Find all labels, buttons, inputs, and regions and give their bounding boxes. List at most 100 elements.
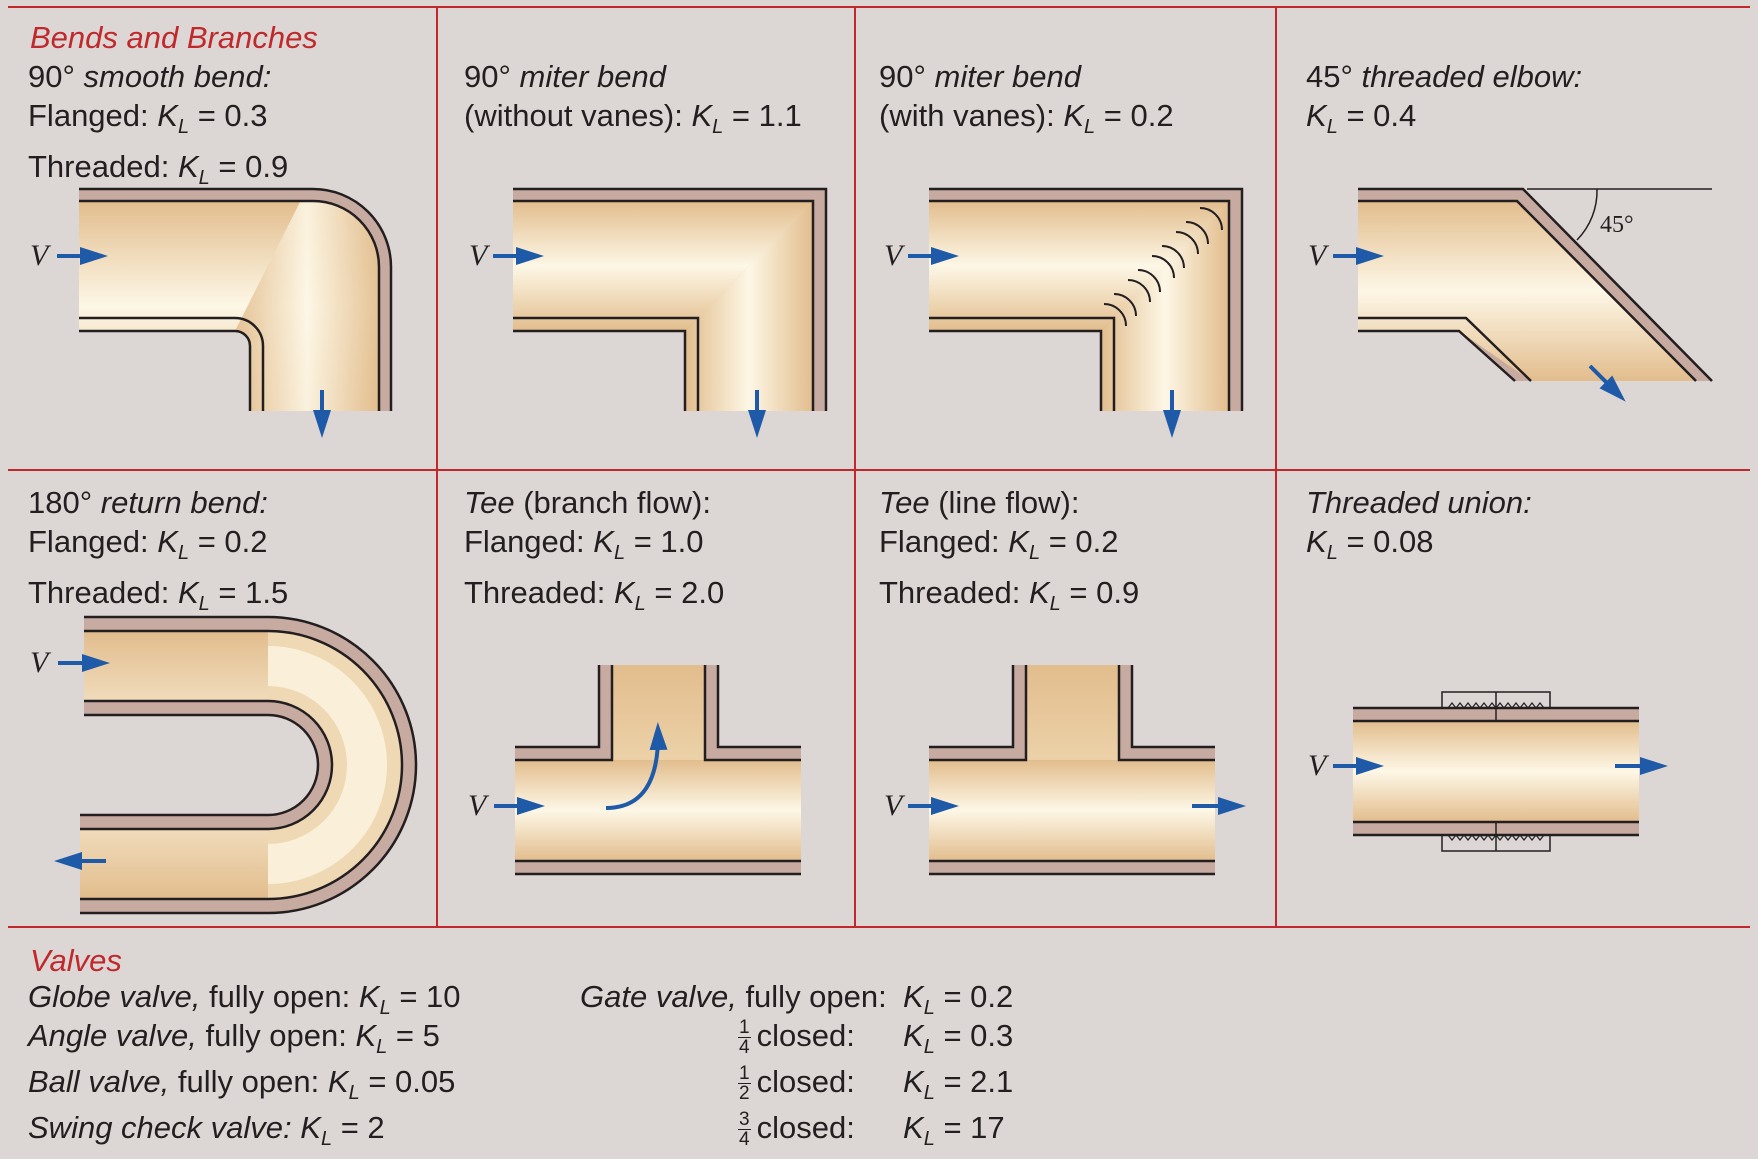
caption-line: (with vanes): [879,98,1055,133]
threaded-elbow-caption: 45° threaded elbow: KL = 0.4 [1306,57,1582,147]
valve-state: fully open: [205,1018,347,1053]
gate-valve-row: Gate valve, fully open: [580,977,887,1016]
k-value: = 1.5 [218,575,289,610]
velocity-label: V [30,239,52,272]
k-value: = 0.2 [1103,98,1174,133]
return-bend-diagram: V [30,615,418,915]
threaded-union-caption: Threaded union: KL = 0.08 [1306,483,1532,573]
caption-plain: (branch flow): [523,485,711,520]
caption-plain: (line flow): [938,485,1080,520]
k-symbol: KL [358,979,391,1019]
k-symbol: KL [1028,575,1061,615]
k-symbol: KL [903,1110,935,1150]
row-label: closed: [756,1110,855,1145]
row-label: Threaded: [28,575,170,610]
row-label: Flanged: [464,524,585,559]
k-symbol: KL [1306,524,1338,564]
caption-italic: Tee [464,485,515,520]
caption-italic: Threaded union: [1306,485,1532,520]
k-symbol: KL [177,149,210,189]
k-value: = 0.3 [197,98,268,133]
k-symbol: KL [327,1064,360,1104]
valve-name: Gate valve, [580,979,737,1014]
caption-italic: smooth bend: [83,59,272,94]
k-value: = 1.0 [633,524,704,559]
column-divider [1275,6,1277,928]
valve-name: Angle valve, [28,1018,197,1053]
globe-valve-row: Globe valve, fully open: KL = 10 [28,977,461,1028]
caption-italic: miter bend [934,59,1081,94]
turning-vanes [1103,207,1223,327]
column-divider [436,6,438,928]
k-symbol: KL [613,575,646,615]
caption-plain: 90° [464,59,511,94]
k-symbol: KL [1306,98,1338,138]
caption-plain: 90° [879,59,926,94]
k-symbol: KL [300,1110,333,1150]
k-value: = 0.2 [943,979,1014,1014]
flow-out-arrow [1588,364,1626,402]
row-divider [8,469,1750,471]
k-value: = 5 [395,1018,440,1053]
swing-check-valve-row: Swing check valve: KL = 2 [28,1108,385,1159]
smooth-bend-caption: 90° smooth bend: Flanged: KL = 0.3 Threa… [28,57,288,198]
valve-name: Ball valve, [28,1064,170,1099]
k-value: = 2.0 [654,575,725,610]
velocity-label: V [469,239,491,272]
k-symbol: KL [355,1018,388,1058]
threaded-union-diagram: V [1308,691,1668,852]
velocity-label: V [30,646,52,679]
k-symbol: KL [177,575,210,615]
k-symbol: KL [691,98,724,138]
k-value: = 0.4 [1346,98,1417,133]
k-value: = 2.1 [943,1064,1014,1099]
valve-state: fully open: [208,979,351,1014]
k-value: = 1.1 [731,98,802,133]
row-label: Threaded: [28,149,170,184]
row-label: Threaded: [879,575,1021,610]
caption-italic: threaded elbow: [1361,59,1583,94]
caption-line: (without vanes): [464,98,683,133]
k-value: = 0.2 [1048,524,1119,559]
angle-valve-row: Angle valve, fully open: KL = 5 [28,1016,440,1067]
k-value: = 0.08 [1346,524,1434,559]
k-symbol: KL [1063,98,1096,138]
caption-italic: Tee [879,485,930,520]
angle-label: 45° [1600,212,1634,238]
tee-line-flow-caption: Tee (line flow): Flanged: KL = 0.2 Threa… [879,483,1139,624]
caption-plain: 180° [28,485,93,520]
top-border [8,6,1750,8]
row-label: Threaded: [464,575,606,610]
gate-half-closed-k: KL = 2.1 [903,1062,1013,1113]
velocity-label: V [884,789,906,822]
valve-name: Globe valve, [28,979,201,1014]
k-value: = 0.9 [1069,575,1140,610]
k-symbol: KL [157,98,190,138]
k-value: = 2 [340,1110,385,1145]
tee-branch-diagram: V [468,665,801,876]
gate-valve-k: KL = 0.2 [903,977,1013,1028]
k-symbol: KL [903,979,935,1019]
row-label: closed: [756,1018,855,1053]
row-label: Flanged: [28,98,149,133]
tee-line-diagram: V [884,665,1246,876]
gate-three-quarter-closed-k: KL = 17 [903,1108,1005,1159]
return-bend-caption: 180° return bend: Flanged: KL = 0.2 Thre… [28,483,288,624]
valve-state: fully open: [177,1064,320,1099]
k-symbol: KL [903,1064,935,1104]
row-label: Flanged: [879,524,1000,559]
velocity-label: V [1308,749,1330,782]
velocity-label: V [1308,239,1330,272]
miter-bend-without-vanes-caption: 90° miter bend (without vanes): KL = 1.1 [464,57,802,147]
miter-bend-vanes-diagram: V [884,187,1244,438]
caption-plain: 45° [1306,59,1353,94]
ball-valve-row: Ball valve, fully open: KL = 0.05 [28,1062,455,1113]
k-value: = 10 [399,979,461,1014]
k-value: = 0.05 [368,1064,456,1099]
